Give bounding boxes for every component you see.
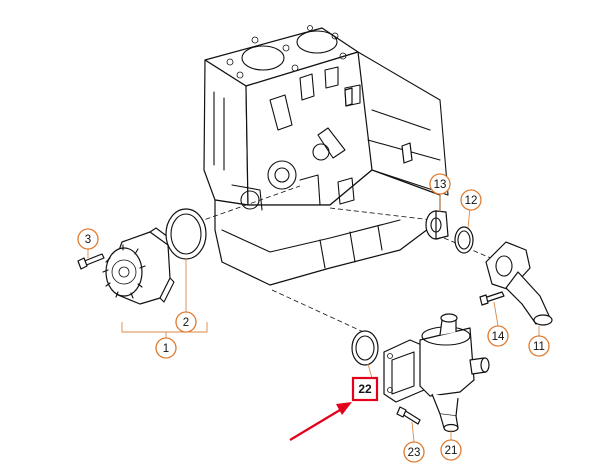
thermostat [425, 210, 449, 240]
callout-3: 3 [77, 228, 99, 250]
callout-label: 2 [183, 317, 189, 329]
seal-12 [454, 226, 474, 254]
callout-14: 14 [487, 325, 509, 347]
callout-11: 11 [528, 335, 550, 357]
callout-13: 13 [429, 173, 451, 195]
callout-22-highlight: 22 [351, 376, 379, 402]
callout-label: 14 [492, 331, 505, 343]
callout-21: 21 [440, 439, 462, 461]
bolt-3 [77, 253, 105, 270]
engine-block [203, 25, 449, 286]
callout-label: 12 [465, 195, 478, 207]
callout-1: 1 [155, 337, 177, 359]
water-pump [102, 227, 175, 305]
callout-label: 13 [434, 179, 447, 191]
o-ring-22 [351, 330, 379, 366]
callout-label: 1 [163, 343, 169, 355]
bolt-14 [479, 291, 505, 306]
red-arrow [289, 402, 352, 441]
callout-label: 21 [445, 445, 458, 457]
callout-label: 3 [85, 234, 91, 246]
callout-23: 23 [403, 441, 425, 463]
callout-label: 23 [408, 447, 421, 459]
thermostat-housing [383, 313, 490, 433]
callout-2: 2 [175, 311, 197, 333]
highlight-label: 22 [358, 382, 372, 396]
bolt-23 [396, 406, 421, 425]
o-ring-pump [165, 208, 207, 260]
leader-lines [87, 193, 540, 443]
callout-label: 11 [533, 341, 545, 353]
callout-12: 12 [460, 189, 482, 211]
coolant-flange [485, 241, 553, 326]
